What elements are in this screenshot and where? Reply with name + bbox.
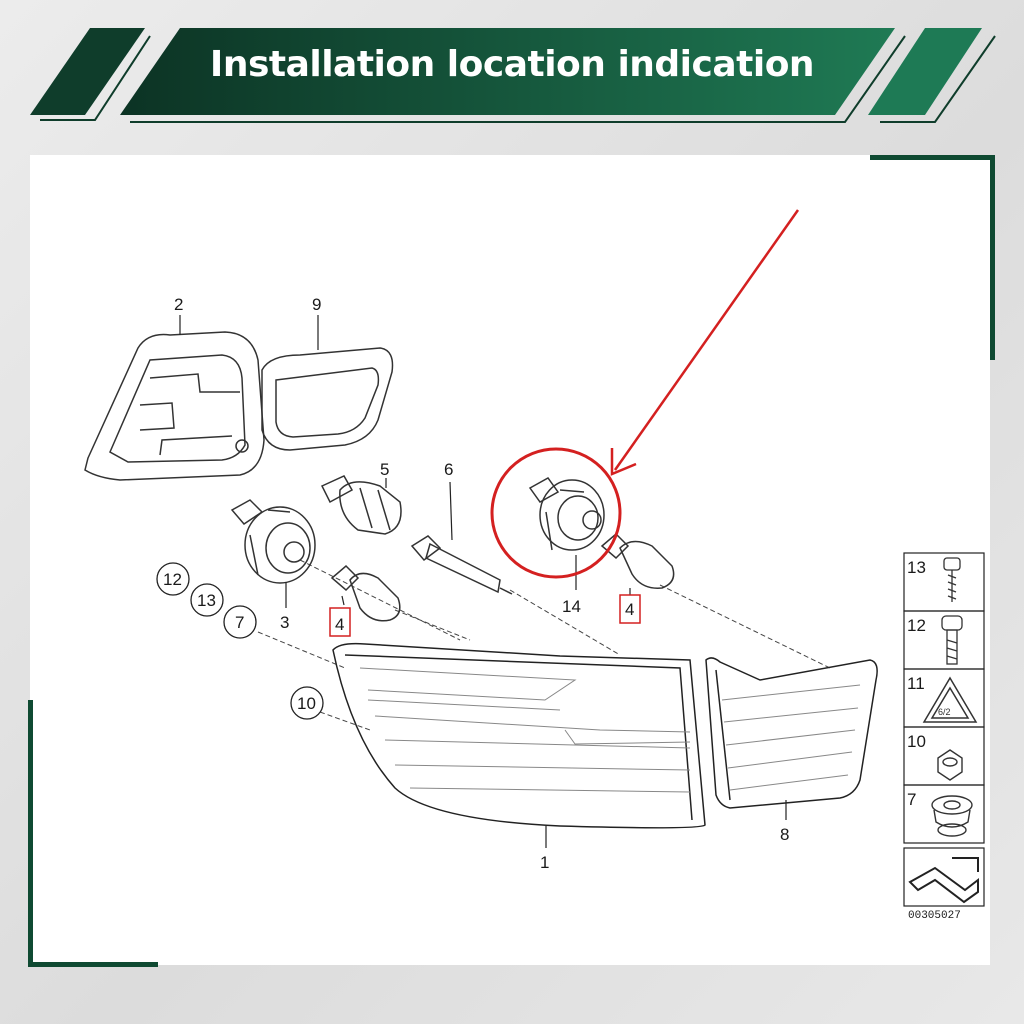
label-9: 9 (312, 295, 321, 314)
part-3-bulb-socket (230, 499, 316, 584)
label-4-left: 4 (335, 615, 344, 634)
part-4-bulb-right (600, 532, 675, 589)
highlight-box-right (619, 594, 641, 624)
part-8-inner-tail-light (705, 657, 878, 809)
label-3: 3 (280, 613, 289, 632)
label-6: 6 (444, 460, 453, 479)
legend-num-12: 12 (907, 616, 926, 635)
label-4-right: 4 (625, 600, 634, 619)
label-13: 13 (197, 591, 216, 610)
label-1: 1 (540, 853, 549, 872)
part-9-lens-gasket (261, 347, 394, 451)
label-7: 7 (235, 613, 244, 632)
legend-num-10: 10 (907, 732, 926, 751)
legend-panel: 13 12 11 10 7 6/2 (903, 552, 985, 922)
part-1-tail-light (332, 642, 706, 829)
part-14-socket (528, 477, 605, 551)
svg-text:6/2: 6/2 (938, 707, 951, 717)
circled-labels (156, 562, 324, 720)
bolt-icon (941, 615, 963, 665)
legend-num-13: 13 (907, 558, 926, 577)
legend-num-11: 11 (907, 674, 925, 693)
screw-icon (943, 557, 961, 602)
part-2-housing-gasket (84, 331, 265, 481)
legend-code: 00305027 (908, 910, 961, 922)
label-2: 2 (174, 295, 183, 314)
legend-num-7: 7 (907, 790, 916, 809)
label-5: 5 (380, 460, 389, 479)
frame-accent (28, 155, 995, 967)
banner-title: Installation location indication (209, 44, 815, 85)
label-12: 12 (163, 570, 182, 589)
title-banner (30, 28, 996, 123)
highlight-marker (490, 209, 800, 579)
part-5-socket (320, 475, 402, 535)
part-6-wire-holder (410, 535, 513, 595)
warning-triangle-icon: 6/2 (922, 676, 978, 723)
arrow-step-icon (908, 857, 979, 904)
part-4-bulb-left (330, 564, 401, 622)
grommet-icon (931, 795, 973, 837)
hex-nut-icon (937, 749, 963, 781)
label-10: 10 (297, 694, 316, 713)
label-8: 8 (780, 825, 789, 844)
leader-lines (257, 559, 831, 731)
highlight-box-left (329, 607, 351, 637)
label-14: 14 (562, 597, 581, 616)
diagram-frame (30, 155, 990, 965)
